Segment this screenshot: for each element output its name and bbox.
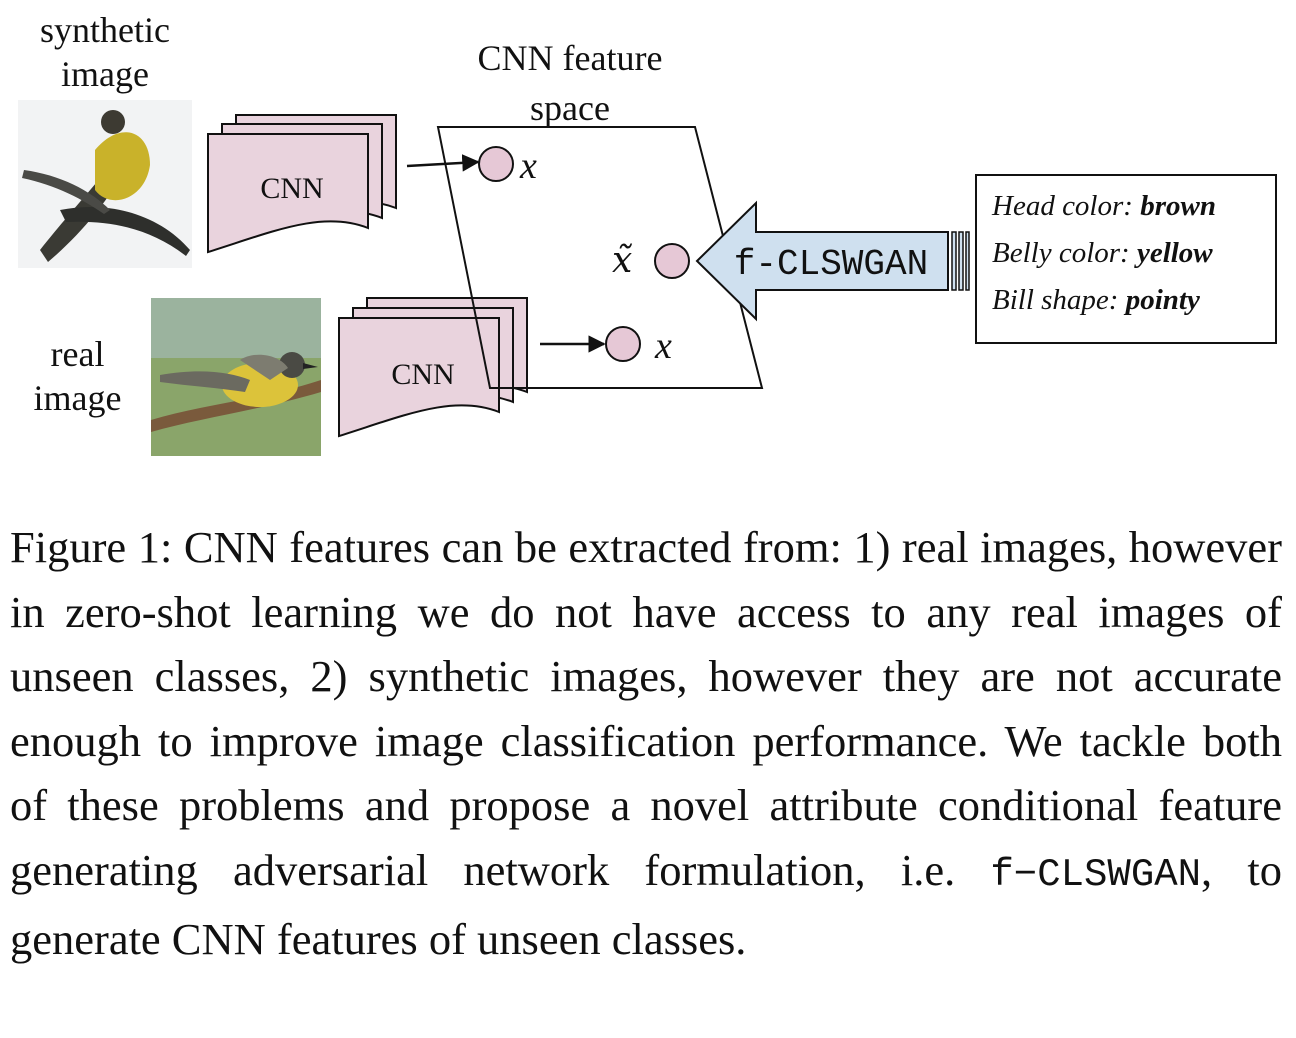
- feature-space-region: [436, 126, 764, 389]
- cnn-block-top: [207, 114, 397, 254]
- attribute-box: [975, 174, 1277, 344]
- generator-label: f-CLSWGAN: [734, 244, 928, 285]
- attribute-bill-shape: Bill shape: pointy: [992, 284, 1200, 316]
- arrow-top: [406, 154, 480, 172]
- generator-arrow: [695, 200, 970, 322]
- real-image-label: real image: [33, 334, 122, 418]
- method-name: f−CLSWGAN: [990, 852, 1202, 897]
- real-bird-image: [151, 298, 321, 456]
- synthetic-bird-image: [18, 100, 192, 268]
- cnn-block-bottom: [338, 297, 528, 438]
- x-label-top: x: [519, 145, 537, 187]
- figure-caption: Figure 1: CNN features can be extracted …: [10, 522, 1282, 964]
- attribute-list: Head color: brown Belly color: yellow Bi…: [992, 190, 1272, 331]
- synthetic-image-label: synthetic image: [40, 10, 170, 94]
- attribute-belly-color: Belly color: yellow: [992, 237, 1213, 269]
- x-label-bottom: x: [654, 325, 672, 367]
- feature-space-label: CNN feature space: [477, 38, 663, 128]
- attribute-head-color: Head color: brown: [992, 190, 1216, 222]
- feature-node-bottom: [605, 326, 641, 362]
- cnn-label-bottom: CNN: [391, 358, 454, 391]
- method-diagram: x x x̃ CNN CNN f-CLSWGAN: [18, 100, 1277, 456]
- feature-node-top: [478, 146, 514, 182]
- cnn-label-top: CNN: [260, 172, 323, 205]
- x-tilde-label: x̃: [612, 240, 632, 281]
- generated-feature-node: [654, 243, 690, 279]
